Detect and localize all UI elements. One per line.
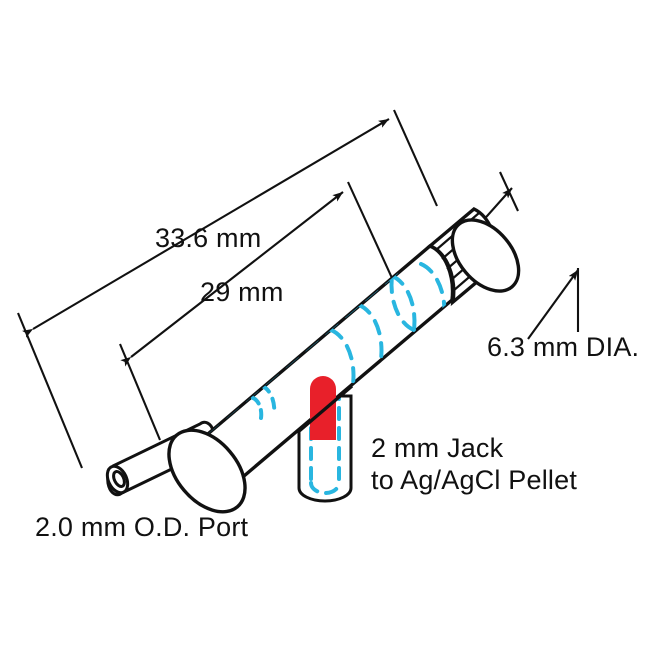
label-port: 2.0 mm O.D. Port <box>35 512 249 542</box>
label-jack-line-2: to Ag/AgCl Pellet <box>371 465 577 495</box>
knurled-cap <box>426 206 521 307</box>
body-left-end-face <box>167 428 247 514</box>
dim-6-3-dia: 6.3 mm DIA. <box>487 332 639 362</box>
dim-33-6-mm: 33.6 mm <box>155 223 261 253</box>
knurled-cap-end-face <box>450 218 521 293</box>
leader-line-dia <box>527 269 579 340</box>
label-jack-line-1: 2 mm Jack <box>371 433 504 463</box>
caption-group: 33.6 mm 29 mm 6.3 mm DIA. 2 mm Jack to A… <box>35 223 639 542</box>
ext-line-right-body <box>347 181 393 279</box>
dim-29-mm: 29 mm <box>200 277 284 307</box>
ext-line-right-overall <box>393 109 438 207</box>
port-tube-bore <box>112 470 126 488</box>
dimension-lines <box>17 109 580 469</box>
dim-line-body <box>120 191 344 367</box>
ext-line-left-overall <box>17 312 83 469</box>
pellet-indicator <box>296 376 354 440</box>
ext-line-left-body <box>119 343 161 441</box>
